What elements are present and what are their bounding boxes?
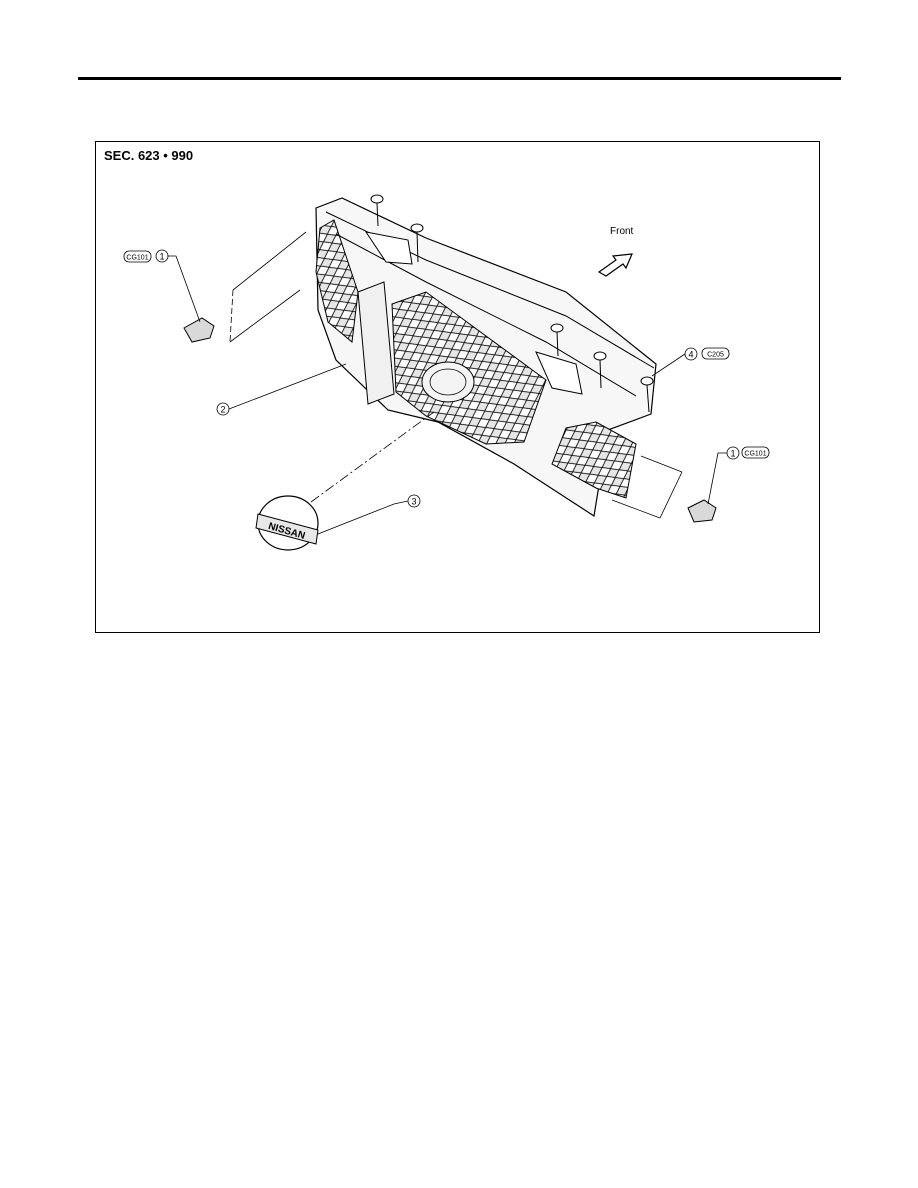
grille-illustration: NISSAN Front CG101 1 2 3 — [123, 194, 770, 551]
svg-text:CG101: CG101 — [744, 451, 766, 458]
callout-clip-left: CG101 1 — [123, 249, 201, 323]
callout-emblem: 3 — [317, 494, 421, 535]
callout-clip-right: 1 CG101 — [707, 446, 770, 505]
clip-left — [183, 231, 307, 343]
front-grille — [315, 197, 657, 518]
svg-text:1: 1 — [730, 449, 735, 459]
svg-text:1: 1 — [159, 252, 164, 262]
header-rule — [78, 77, 841, 80]
callout-grille: 2 — [216, 363, 347, 416]
svg-text:C205: C205 — [707, 352, 724, 359]
clip-right — [611, 455, 717, 523]
front-label: Front — [610, 226, 634, 237]
svg-text:4: 4 — [688, 350, 693, 360]
svg-text:CG101: CG101 — [126, 255, 148, 262]
figure-frame: SEC. 623 • 990 — [95, 141, 820, 633]
nissan-emblem: NISSAN — [255, 411, 435, 551]
svg-text:2: 2 — [220, 405, 225, 415]
callout-fastener: 4 C205 — [651, 347, 730, 377]
section-label: SEC. 623 • 990 — [104, 148, 194, 163]
front-arrow: Front — [597, 226, 634, 277]
fastener-group — [370, 194, 654, 413]
svg-text:3: 3 — [411, 497, 416, 507]
